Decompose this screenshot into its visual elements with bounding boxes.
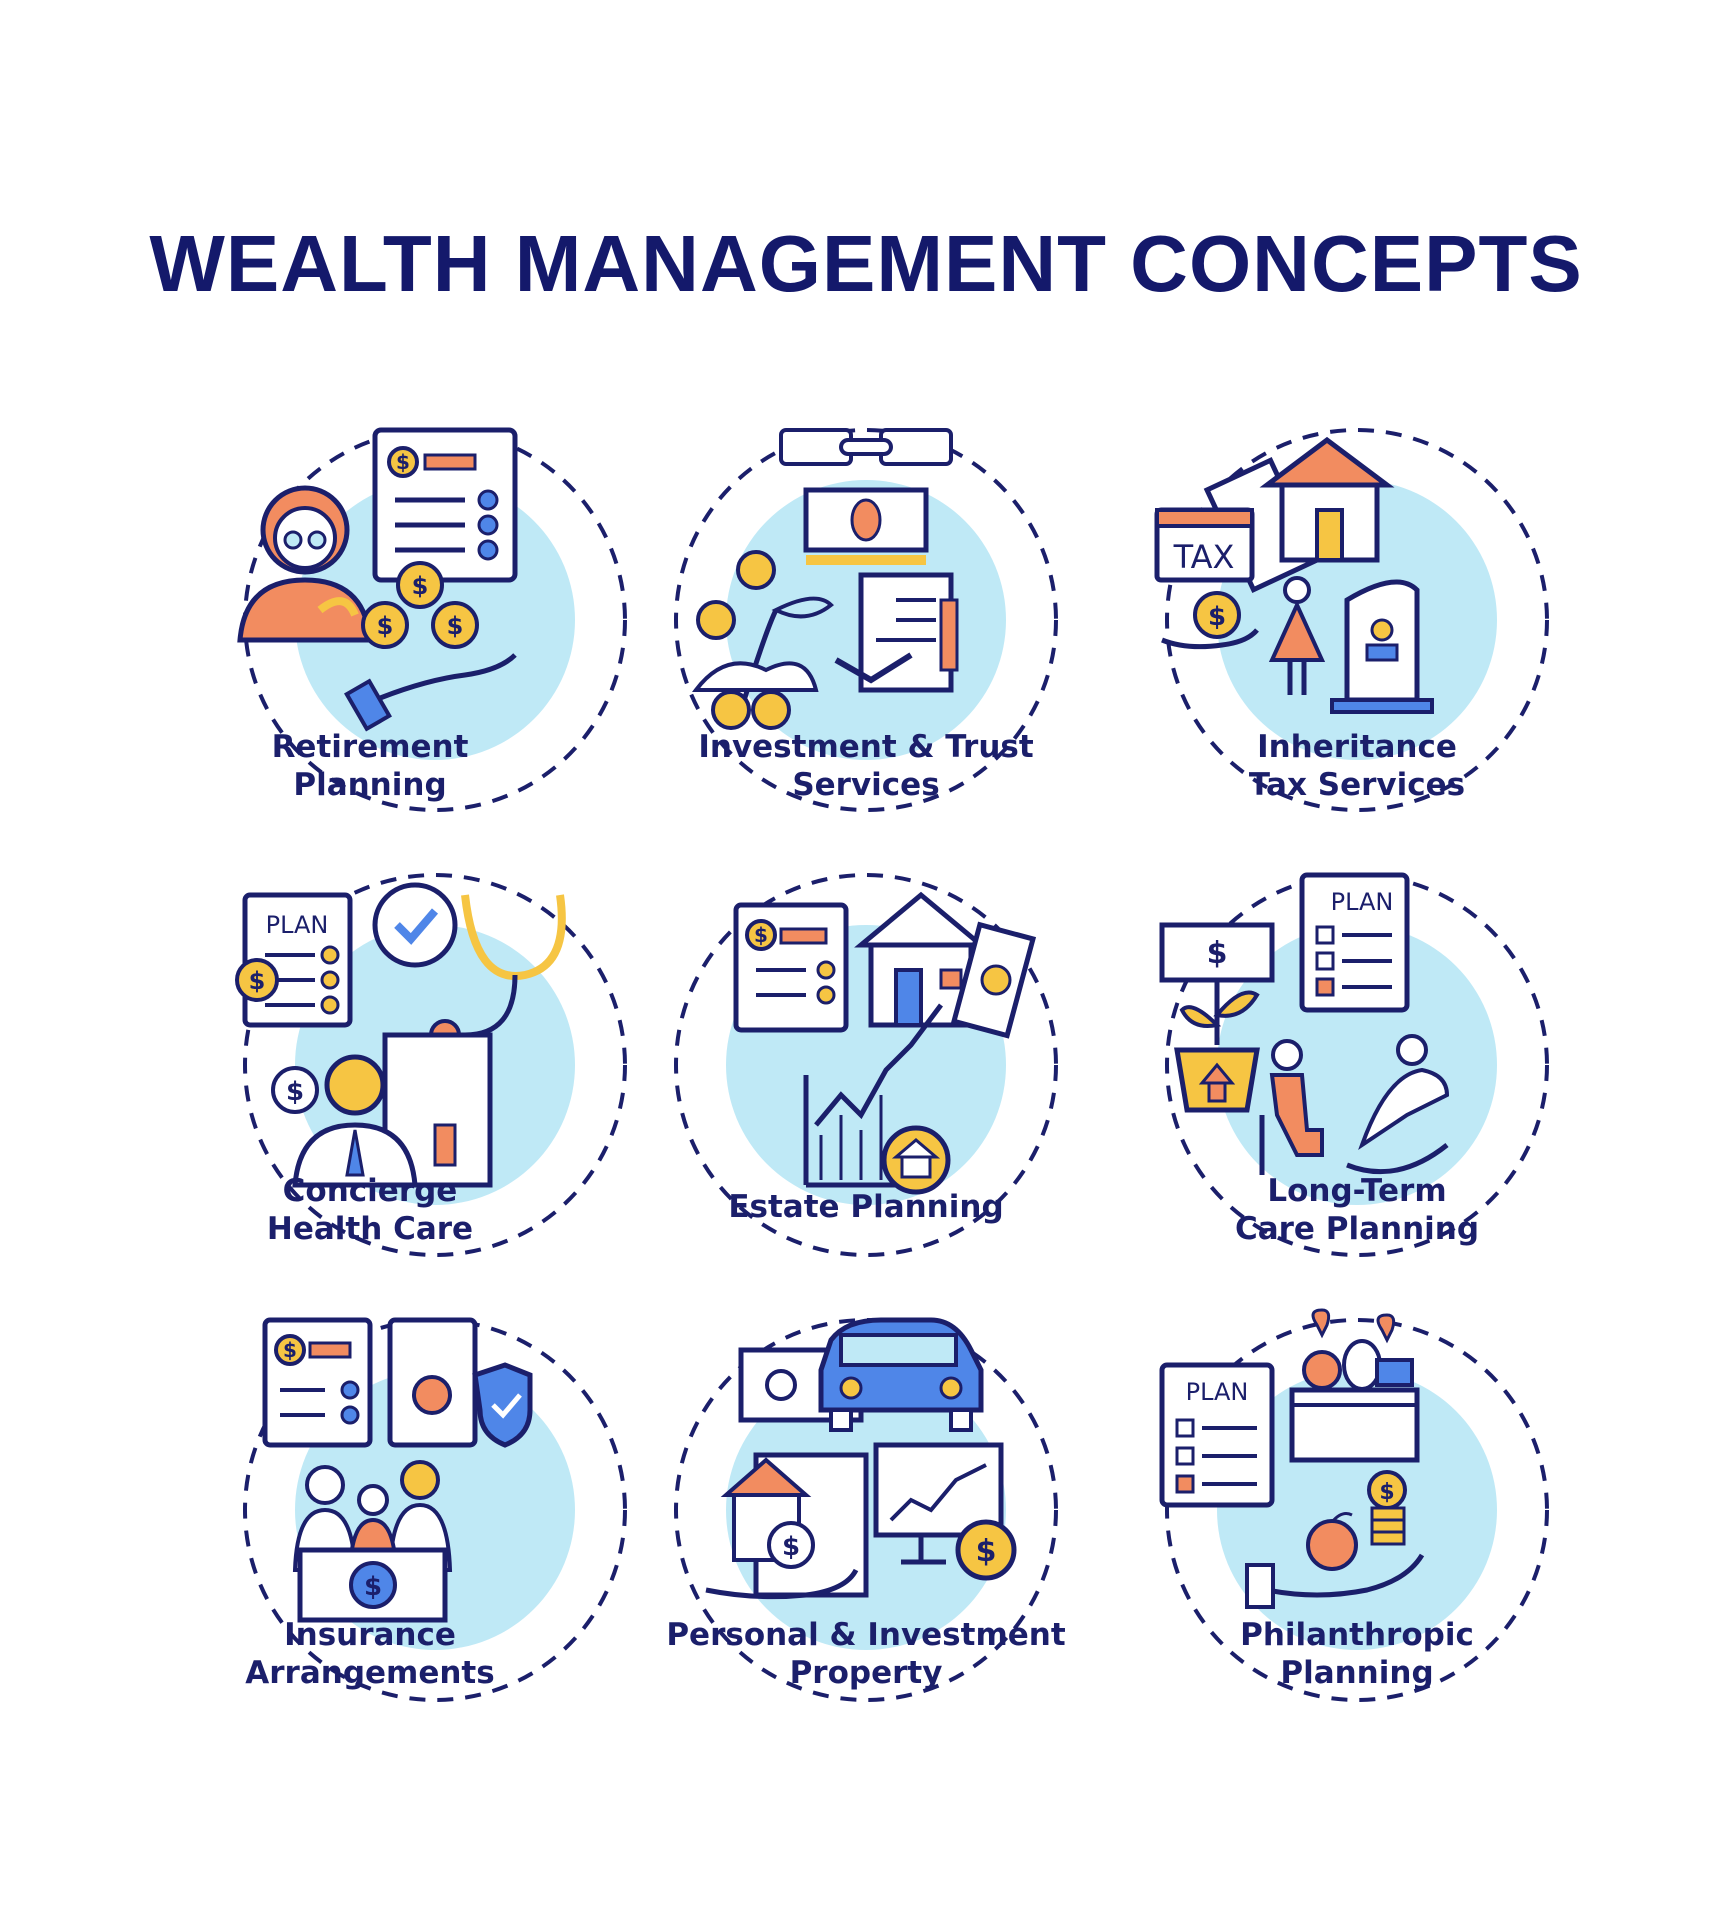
svg-text:$: $ <box>286 1077 304 1107</box>
inheritance-tax-services-icon: TAX $ <box>1147 410 1567 830</box>
svg-text:$: $ <box>364 1572 382 1602</box>
long-term-care-planning-icon: $ PLAN <box>1147 855 1567 1275</box>
insurance-arrangements-icon: $ $ <box>225 1300 645 1720</box>
svg-text:$: $ <box>1207 936 1228 971</box>
svg-text:$: $ <box>782 1532 800 1562</box>
svg-text:$: $ <box>754 923 768 947</box>
svg-text:PLAN: PLAN <box>1331 888 1394 916</box>
svg-text:$: $ <box>1208 602 1226 632</box>
svg-text:$: $ <box>396 450 410 474</box>
personal-investment-property-icon: $ $ <box>656 1300 1076 1720</box>
concierge-health-care-icon: PLAN $ $ <box>225 855 645 1275</box>
svg-text:$: $ <box>412 572 429 600</box>
concept-label-estate-planning: Estate Planning <box>728 1189 1004 1225</box>
investment-trust-services-icon <box>656 410 1076 830</box>
svg-text:PLAN: PLAN <box>1186 1378 1249 1406</box>
philanthropic-planning-icon: PLAN $ <box>1147 1300 1567 1720</box>
estate-planning-icon: $ <box>656 855 1076 1275</box>
svg-text:$: $ <box>447 612 464 640</box>
retirement-planning-icon: $ $ $ $ <box>225 410 645 830</box>
page-title: WEALTH MANAGEMENT CONCEPTS <box>149 219 1583 308</box>
svg-text:$: $ <box>976 1534 997 1569</box>
svg-text:$: $ <box>283 1338 297 1362</box>
svg-text:TAX: TAX <box>1173 538 1235 576</box>
svg-text:$: $ <box>1379 1480 1394 1505</box>
svg-text:$: $ <box>377 612 394 640</box>
svg-text:PLAN: PLAN <box>266 911 329 939</box>
svg-text:$: $ <box>249 967 266 995</box>
